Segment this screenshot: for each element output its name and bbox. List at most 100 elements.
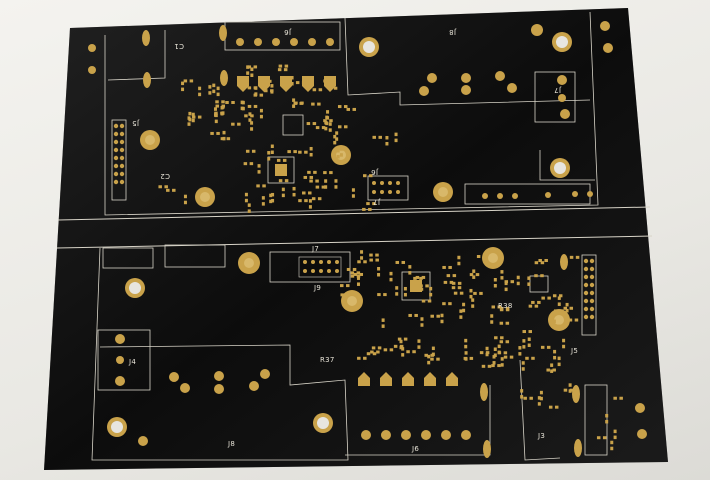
smd-pad (497, 305, 502, 309)
smd-pad (271, 192, 275, 197)
smd-pad (256, 184, 260, 188)
smd-pad (568, 389, 572, 393)
smd-pad (516, 275, 520, 280)
power-transistor-pads (237, 76, 458, 386)
smd-pad (479, 291, 483, 295)
smd-pad (377, 266, 381, 271)
smd-pad (212, 89, 216, 94)
smd-pad (213, 107, 217, 111)
smd-pad (334, 179, 338, 183)
smd-pad (490, 314, 494, 318)
smd-pad (546, 345, 551, 349)
smd-pad (537, 396, 541, 400)
smd-pad (568, 383, 572, 387)
label-c2: C2 (160, 172, 170, 180)
smd-pad (375, 253, 379, 257)
smd-pad (569, 255, 574, 259)
smd-pad (539, 396, 543, 401)
smd-pad (181, 87, 185, 92)
label-j7-top: J7 (373, 198, 381, 206)
smd-pad (304, 150, 308, 154)
smd-pad (491, 364, 495, 368)
smd-pad (415, 275, 420, 279)
smd-pad (487, 364, 492, 368)
smd-pad (191, 115, 196, 119)
smd-pad (448, 265, 452, 269)
smd-pad (198, 86, 202, 91)
smd-pad (442, 302, 446, 306)
smd-pad (479, 351, 484, 355)
smd-pad (605, 413, 609, 418)
smd-pad (499, 340, 504, 344)
smd-pad (521, 367, 525, 371)
smd-pad (284, 64, 289, 68)
smd-pad (463, 356, 468, 360)
smd-pad (552, 294, 557, 298)
smd-pad (557, 296, 561, 300)
smd-pad (505, 321, 510, 325)
smd-pad (191, 112, 195, 117)
smd-pad (254, 92, 258, 96)
smd-pad (292, 104, 296, 108)
smd-pad (308, 199, 312, 203)
smd-pad (247, 65, 252, 69)
smd-pad (357, 356, 361, 360)
smd-pad (459, 309, 463, 313)
smd-pad (281, 187, 285, 192)
smd-pad (308, 205, 312, 209)
smd-pad (352, 267, 357, 271)
pcb-board-shading (44, 8, 668, 470)
smd-pad (500, 357, 504, 361)
smd-pad (244, 198, 248, 203)
smd-pad (215, 100, 219, 104)
smd-pad (221, 100, 225, 104)
smd-pad (298, 150, 302, 154)
smd-pad (469, 288, 473, 293)
smd-pad (493, 284, 497, 288)
smd-pad (253, 104, 258, 108)
smd-pad (339, 147, 343, 151)
smd-pad (250, 67, 254, 72)
smd-pad (420, 317, 424, 321)
smd-pad (357, 260, 361, 264)
smd-pad (183, 200, 187, 205)
smd-pad (446, 274, 451, 278)
label-j7-mid: J7 (554, 86, 562, 94)
smd-pad (557, 362, 561, 367)
smd-pad (399, 339, 403, 344)
smd-pad (500, 270, 504, 274)
smd-pad (493, 278, 497, 282)
smd-pad (575, 255, 580, 259)
smd-pad (525, 356, 529, 360)
smd-pad (378, 135, 382, 139)
smd-pad (208, 91, 212, 95)
smd-pad (329, 119, 333, 123)
label-j6-mid: J6 (371, 168, 379, 176)
smd-pad (315, 179, 319, 183)
smd-pad (315, 126, 320, 130)
smd-pad (440, 313, 444, 318)
smd-pad (493, 347, 497, 351)
smd-pad (309, 179, 313, 183)
smd-pad (529, 396, 533, 400)
smd-pad (302, 191, 306, 195)
smd-pad (336, 155, 340, 159)
smd-pad (492, 355, 496, 359)
smd-pad (352, 107, 357, 111)
smd-pad (309, 175, 314, 179)
smd-pad (281, 193, 285, 198)
smd-pad (383, 293, 387, 297)
smd-pad (563, 388, 568, 392)
smd-pad (516, 281, 520, 286)
smd-pad (261, 202, 265, 206)
smd-pad (377, 272, 381, 277)
smd-pad (312, 88, 317, 92)
smd-pad (385, 141, 389, 146)
smd-pad (247, 209, 251, 213)
smd-pad (448, 302, 452, 306)
smd-pad (369, 174, 373, 178)
smd-pad (369, 258, 373, 262)
smd-pad (307, 170, 311, 174)
smd-pad (451, 281, 456, 285)
